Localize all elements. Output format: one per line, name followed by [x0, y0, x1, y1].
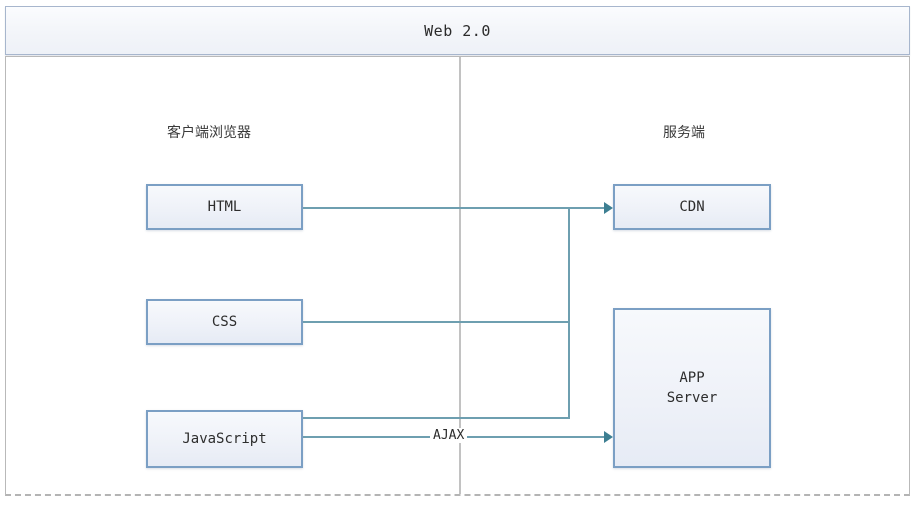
- diagram-title: Web 2.0: [424, 22, 491, 40]
- connector-js-to-trunk: [303, 417, 570, 419]
- node-cdn[interactable]: CDN: [613, 184, 771, 230]
- connector-css-to-trunk: [303, 321, 570, 323]
- node-app-server[interactable]: APP Server: [613, 308, 771, 468]
- arrowhead-into-app-server: [604, 431, 613, 443]
- node-html-label: HTML: [207, 198, 242, 215]
- section-label-server: 服务端: [663, 125, 705, 141]
- connector-vertical-trunk: [568, 207, 570, 419]
- node-app-server-label: APP Server: [666, 369, 718, 406]
- node-html[interactable]: HTML: [146, 184, 303, 230]
- section-label-client: 客户端浏览器: [167, 125, 251, 141]
- node-cdn-label: CDN: [679, 198, 705, 215]
- edge-label-ajax: AJAX: [430, 428, 468, 443]
- diagram-header: Web 2.0: [5, 6, 910, 55]
- connector-html-to-cdn: [303, 207, 609, 209]
- node-javascript-label: JavaScript: [182, 430, 267, 447]
- node-css-label: CSS: [211, 313, 238, 330]
- node-javascript[interactable]: JavaScript: [146, 410, 303, 468]
- arrowhead-into-cdn: [604, 202, 613, 214]
- client-server-divider: [459, 57, 461, 494]
- node-css[interactable]: CSS: [146, 299, 303, 345]
